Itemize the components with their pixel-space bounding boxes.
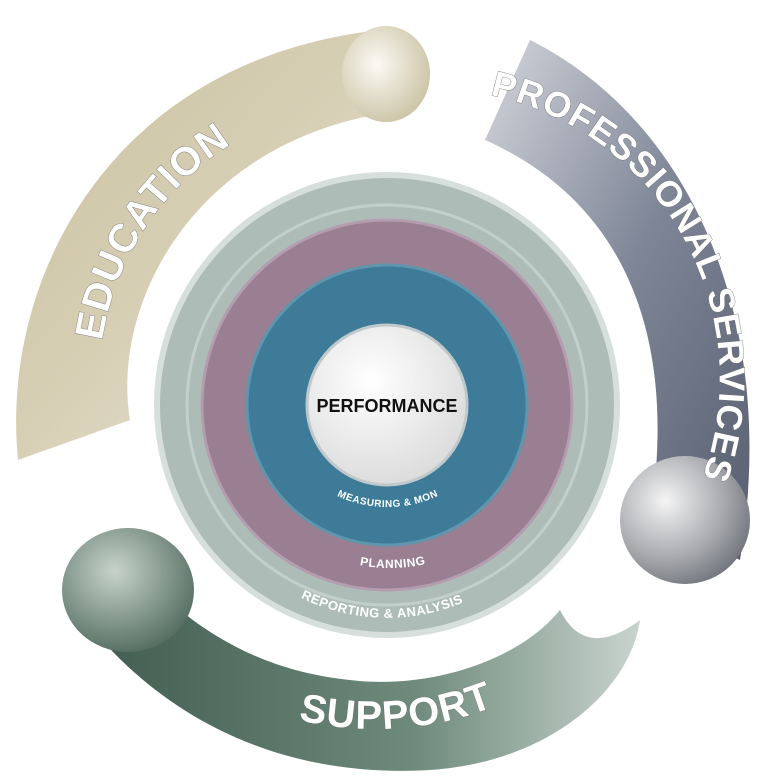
center-label-performance: PERFORMANCE: [316, 396, 457, 416]
support-arc-band: [70, 560, 640, 771]
outer-ring-inner-edge: [185, 203, 589, 607]
center-performance-circle: [305, 323, 469, 487]
middle-ring-label: PLANNING: [359, 553, 426, 571]
concentric-rings: [154, 172, 620, 638]
education-arc-band: [16, 30, 410, 460]
professional-services-arc-cap: [620, 456, 750, 584]
support-arc: SUPPORT: [62, 528, 640, 771]
support-arc-cap: [62, 528, 194, 652]
professional-services-arc-band: [485, 40, 750, 560]
education-arc-cap: [342, 26, 430, 122]
